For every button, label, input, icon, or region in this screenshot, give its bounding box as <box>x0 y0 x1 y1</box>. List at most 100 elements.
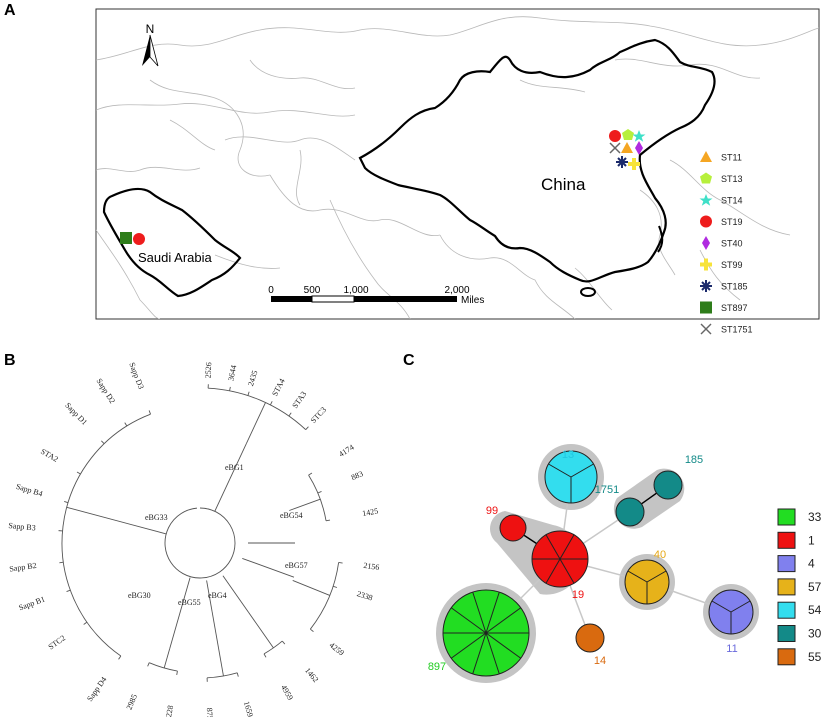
map-markers <box>120 129 646 245</box>
tree-branch <box>176 670 178 676</box>
tree-branch <box>163 648 171 669</box>
tree-leaf-label: Sapp B4 <box>15 482 44 499</box>
tree-leaf-label: 4259 <box>328 641 346 658</box>
mst-node-11 <box>708 589 754 635</box>
tree-leaf-label: STA2 <box>39 447 60 464</box>
legend-symbol-st1751 <box>700 323 712 335</box>
tree-branch <box>310 628 314 633</box>
tree-branch <box>83 621 88 625</box>
china-label: China <box>541 175 586 194</box>
tree-branch <box>76 471 81 475</box>
tree-branch <box>333 585 338 588</box>
tree-leaf-label: Sapp D2 <box>95 377 117 405</box>
tree-branch <box>236 672 239 677</box>
mst-node-19 <box>531 530 589 588</box>
tree-leaf-label: 2526 <box>203 362 213 378</box>
tree-branch <box>317 491 322 494</box>
cc-legend-swatch-54 <box>777 601 796 619</box>
clade-label-ebg57: eBG57 <box>285 561 308 570</box>
mst-label-13: 13 <box>562 449 574 461</box>
tree-branch <box>246 402 266 444</box>
cc-legend-swatch-4 <box>777 555 796 573</box>
legend-label-st13: ST13 <box>721 174 743 184</box>
tree-branch <box>263 653 267 658</box>
taiwan-outline <box>657 225 664 253</box>
tree-branch <box>211 611 224 677</box>
tree-branch <box>61 413 151 657</box>
legend-label-st14: ST14 <box>721 196 743 206</box>
tree-branch <box>66 506 157 532</box>
cc-legend-swatch-30 <box>777 625 796 642</box>
tree-branches <box>58 384 343 682</box>
saudi-arabia-outline <box>102 187 242 298</box>
mst-label-11: 11 <box>726 643 737 655</box>
mst-label-99: 99 <box>486 505 498 517</box>
scale-tick-2000: 2,000 <box>444 285 469 296</box>
tree-leaf-label: STA3 <box>290 390 308 410</box>
tree-leaf-label: 4174 <box>337 443 355 459</box>
tree-leaf-label: 4959 <box>279 683 295 701</box>
tree-branch <box>308 474 327 521</box>
clade-label-ebg30: eBG30 <box>128 591 151 600</box>
tree-branch <box>124 422 128 427</box>
panel-label-b: B <box>4 352 16 369</box>
tree-branch <box>325 519 331 522</box>
legend-symbol-st99 <box>700 258 712 271</box>
tree-branch <box>206 580 213 613</box>
legend-label-st99: ST99 <box>721 260 743 270</box>
tree-branch <box>229 386 231 391</box>
marker-st185-china <box>616 156 628 168</box>
mst-nodes <box>442 450 754 677</box>
scale-tick-0: 0 <box>268 285 274 296</box>
tree-branch <box>242 557 295 578</box>
marker-st19-saudi <box>133 233 145 245</box>
cc-legend-swatch-55 <box>777 648 796 666</box>
tree-branch <box>118 655 122 660</box>
tree-leaf-label: 1425 <box>362 506 379 518</box>
tree-leaf-label: 228 <box>164 705 175 717</box>
tree-branch <box>292 580 330 596</box>
legend-label-st19: ST19 <box>721 217 743 227</box>
legend-symbol-st897 <box>700 301 712 314</box>
legend-symbol-st11 <box>700 151 712 162</box>
legend-label-st11: ST11 <box>721 153 742 163</box>
mst-label-185: 185 <box>685 454 703 466</box>
panel-label-c: C <box>403 352 415 369</box>
legend-symbol-st40 <box>702 236 710 250</box>
marker-st14-china <box>632 130 646 142</box>
mst-node-99 <box>499 514 527 542</box>
clade-label-ebg1: eBG1 <box>225 463 244 472</box>
tree-leaf-label: STC3 <box>309 405 328 425</box>
north-arrow: N <box>142 22 159 67</box>
tree-branch <box>164 507 236 579</box>
tree-leaf-label: Sapp B3 <box>8 521 36 532</box>
tree-leaf-label: Sapp B2 <box>9 561 37 574</box>
marker-st40-china <box>635 141 643 155</box>
mst-label-14: 14 <box>594 655 606 667</box>
marker-st13-china <box>622 129 634 140</box>
legend-label-st897: ST897 <box>721 303 748 313</box>
tree-branch <box>148 410 151 415</box>
saudi-arabia-label: Saudi Arabia <box>138 250 212 265</box>
tree-leaf-label: 2435 <box>246 369 260 387</box>
tree-leaf-label: Sapp B1 <box>17 595 46 613</box>
scale-tick-1000: 1,000 <box>343 285 368 296</box>
cc-legend-label-54: 54 <box>808 603 822 617</box>
marker-st99-china <box>628 158 640 170</box>
tree-leaf-label: 1659 <box>242 700 255 717</box>
tree-branch <box>248 612 274 649</box>
tree-leaf-label: 3644 <box>226 364 238 381</box>
scale-tick-500: 500 <box>304 285 321 296</box>
marker-st11-china <box>621 142 633 153</box>
tree-branch <box>281 640 286 645</box>
cc-legend-swatch-1 <box>777 531 796 549</box>
tree-branch <box>66 589 71 592</box>
tree-branch <box>147 662 150 667</box>
legend-symbol-st13 <box>700 172 712 184</box>
